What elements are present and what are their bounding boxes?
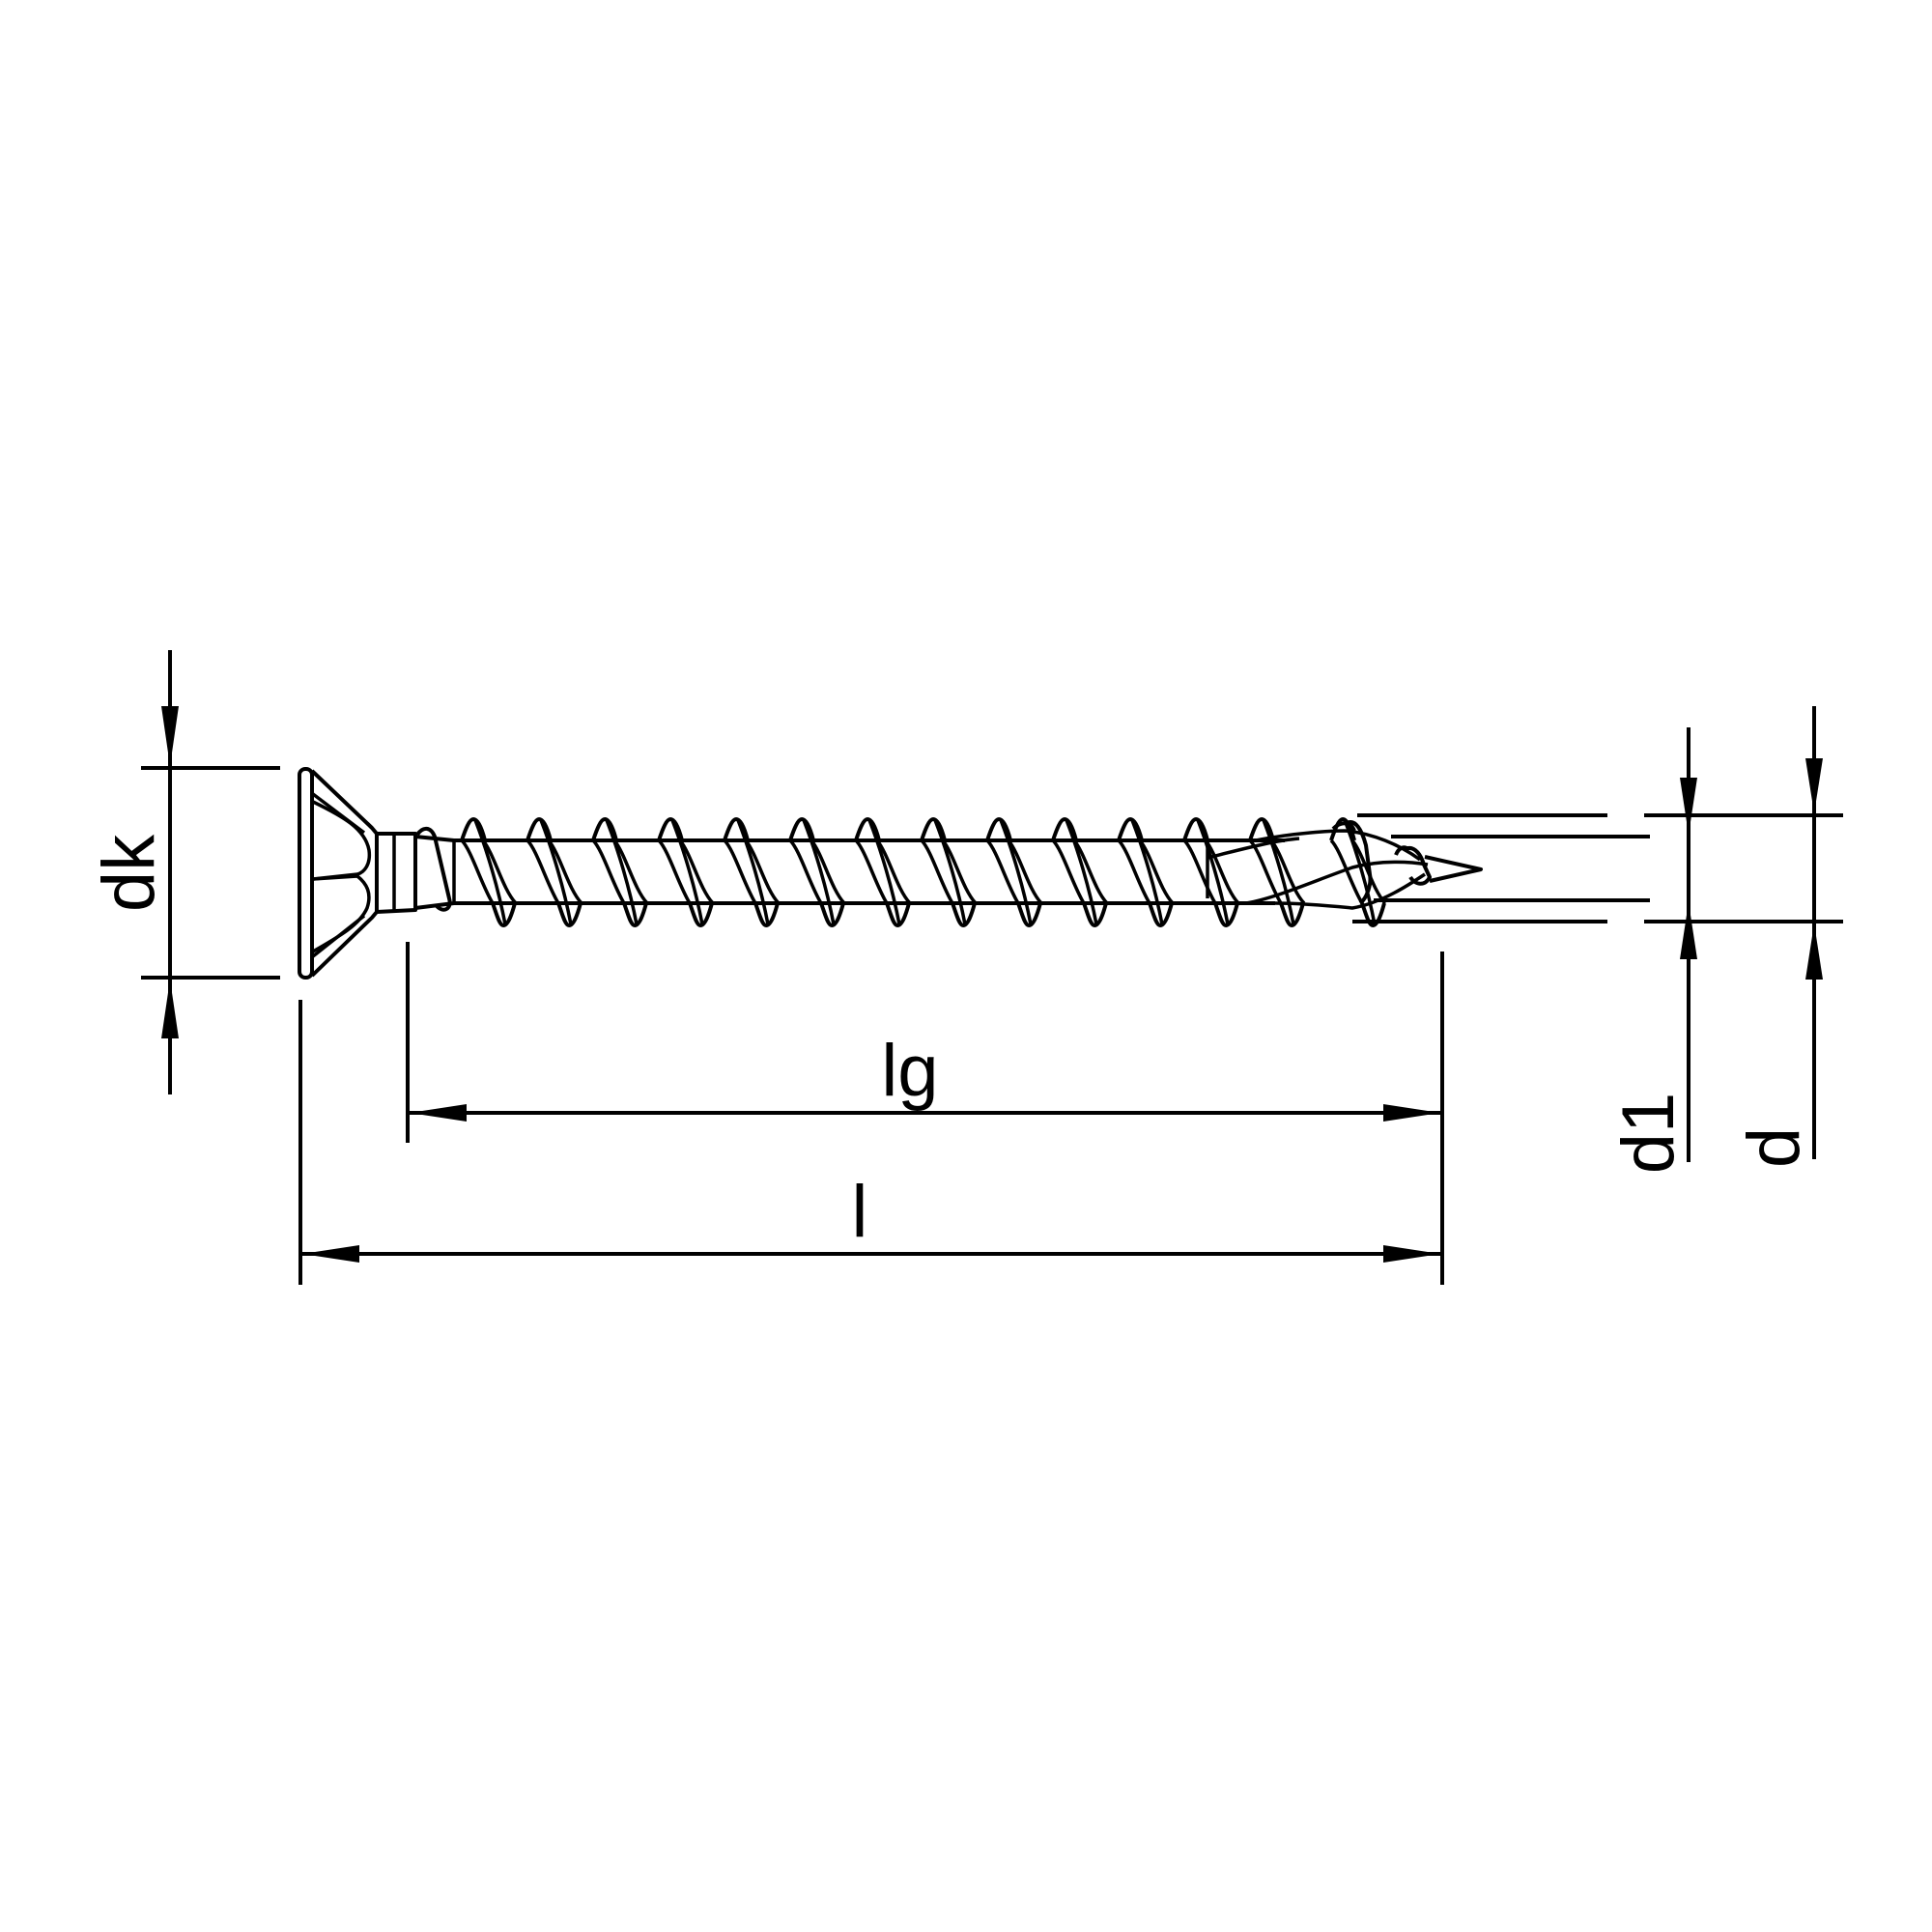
dimension-label-d: d: [1733, 1127, 1815, 1168]
dimension-l: l: [298, 1000, 1442, 1285]
arrow-down-icon: [1680, 778, 1697, 835]
arrow-up-icon: [1805, 923, 1823, 980]
arrow-up-icon: [1680, 902, 1697, 959]
arrow-right-icon: [1383, 1104, 1440, 1122]
dimension-label-d1: d1: [1607, 1093, 1690, 1175]
arrow-left-icon: [302, 1245, 359, 1263]
dimension-dk: dk: [88, 650, 280, 1094]
screw-tip: [1206, 820, 1483, 910]
dimension-label-lg: lg: [881, 1030, 938, 1112]
screw-shank: [414, 835, 1222, 910]
arrow-down-icon: [1805, 758, 1823, 813]
arrow-down-icon: [161, 706, 179, 766]
dimension-lg: lg: [406, 942, 1444, 1285]
screw-threads: [415, 817, 1387, 927]
dimension-label-l: l: [852, 1171, 868, 1253]
dimension-label-dk: dk: [88, 834, 170, 912]
dimension-d: d: [1352, 706, 1843, 1168]
arrow-up-icon: [161, 980, 179, 1038]
dimension-d1: d1: [1374, 727, 1697, 1174]
screw-head: [298, 767, 417, 980]
arrow-right-icon: [1383, 1245, 1440, 1263]
screw: [298, 767, 1483, 980]
arrow-left-icon: [410, 1104, 467, 1122]
